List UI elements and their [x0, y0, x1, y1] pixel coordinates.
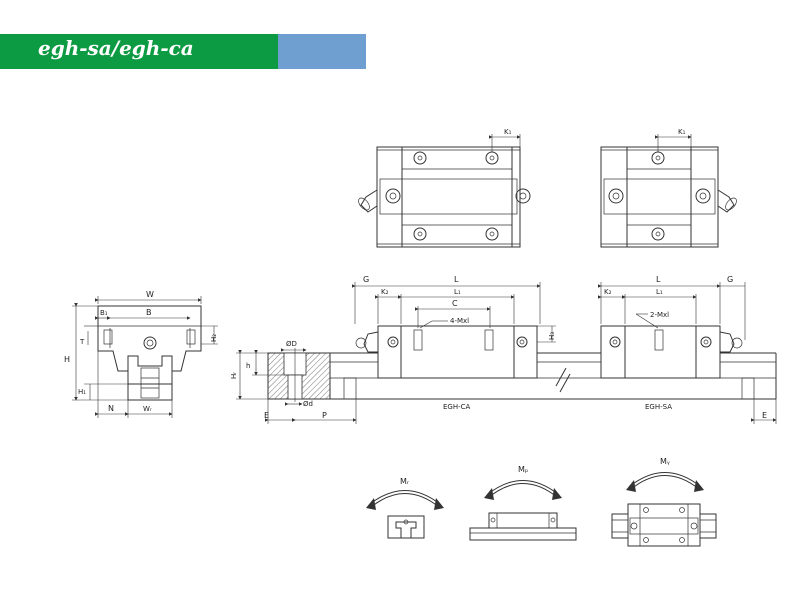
dim-hr: Hᵣ	[230, 372, 238, 379]
dim-b1: B₁	[100, 309, 108, 317]
label-my: Mᵧ	[660, 457, 670, 466]
dim-w: W	[146, 290, 154, 299]
label-2-mxl: 2-Mxl	[650, 311, 669, 319]
dim-h: H	[64, 355, 70, 364]
label-egh-sa: EGH-SA	[645, 403, 672, 411]
moment-diagram-mp: Mₚ	[469, 465, 577, 541]
dim-l1-sa: L₁	[656, 288, 663, 296]
cross-section-view: W B₁ B T H₂ H H₁ N Wᵣ	[64, 290, 218, 418]
dim-h2: H₂	[210, 334, 218, 342]
dim-small-h: h	[246, 362, 250, 370]
dim-l-sa: L	[656, 275, 661, 284]
label-mr: Mᵣ	[400, 477, 410, 486]
dim-c: C	[452, 299, 458, 308]
dim-l1-ca: L₁	[454, 288, 461, 296]
label-egh-ca: EGH-CA	[443, 403, 471, 411]
dim-k2-sa: K₂	[604, 288, 612, 296]
dim-small-d: Ød	[303, 400, 313, 408]
dim-k2-ca: K₂	[381, 288, 389, 296]
dim-h3: H₃	[548, 332, 556, 340]
banner-green-block	[0, 34, 278, 69]
moment-diagram-my: Mᵧ	[611, 457, 717, 547]
dim-b: B	[146, 308, 152, 317]
banner-blue-block	[278, 34, 366, 69]
dim-e-right: E	[762, 411, 767, 420]
label-4-mxl: 4-Mxl	[450, 317, 469, 325]
dim-e-left: E	[264, 411, 269, 420]
dim-wr: Wᵣ	[143, 405, 152, 413]
banner-title: egh-sa/egh-ca	[38, 36, 194, 60]
moment-diagram-mr: Mᵣ	[366, 477, 444, 539]
dim-h1: H₁	[78, 388, 86, 396]
dim-k1-ca: K₁	[504, 128, 512, 136]
top-view-egh-sa: K₁	[600, 128, 737, 248]
dim-l-ca: L	[454, 275, 459, 284]
dim-p: P	[322, 411, 327, 420]
label-mp: Mₚ	[518, 465, 528, 474]
dim-big-d: ØD	[286, 340, 297, 348]
dim-g-ca: G	[363, 275, 369, 284]
dim-k1-sa: K₁	[678, 128, 686, 136]
title-banner: egh-sa/egh-ca	[0, 34, 366, 69]
dim-g-sa: G	[727, 275, 733, 284]
top-view-egh-ca: K₁	[358, 128, 531, 248]
side-view: L G K₂ L₁ C 4-Mxl H₃ L G	[230, 275, 777, 424]
dim-t: T	[79, 338, 85, 346]
dim-n: N	[108, 404, 114, 413]
